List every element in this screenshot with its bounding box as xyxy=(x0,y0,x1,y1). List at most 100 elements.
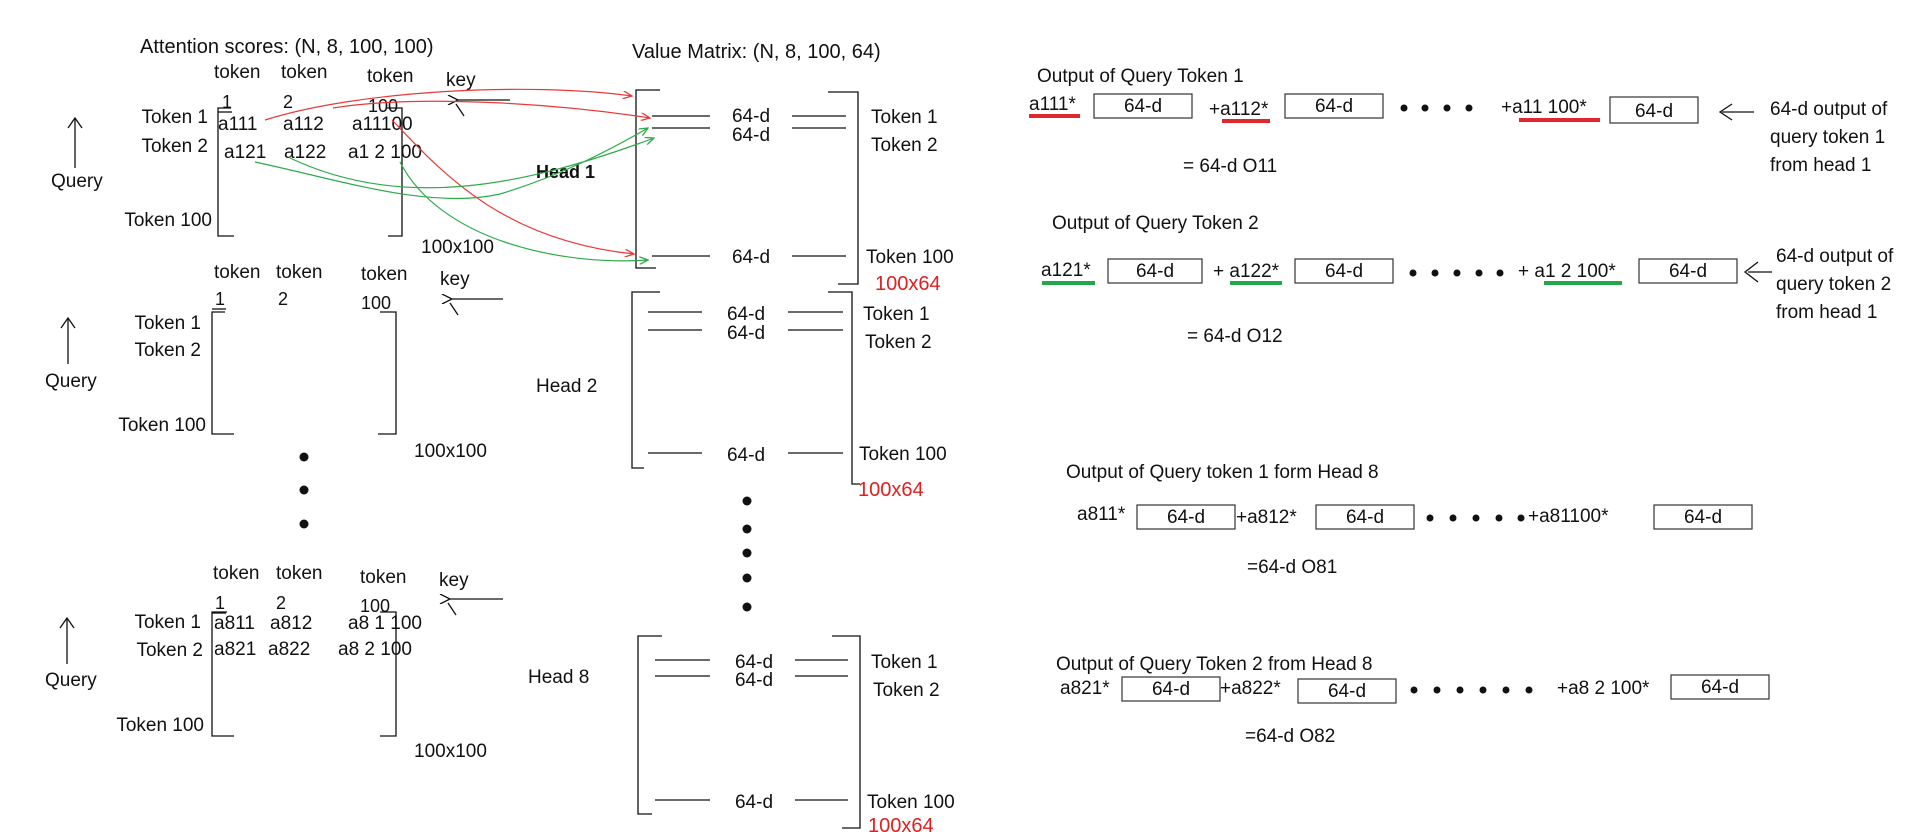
red-arrow xyxy=(391,119,634,254)
col-index: 1 xyxy=(215,593,225,613)
coefficient: +a812* xyxy=(1236,507,1297,528)
value-row-label: Token 100 xyxy=(866,247,954,268)
pointer-arrow-head xyxy=(1743,261,1759,283)
vector-label: 64-d xyxy=(1167,507,1205,528)
col-header-token: token xyxy=(276,262,322,283)
cell-a12100: a1 2 100 xyxy=(348,142,422,163)
result: =64-d O81 xyxy=(1247,557,1337,578)
ellipsis-dot xyxy=(1426,514,1434,522)
vector-label: 64-d xyxy=(1328,681,1366,702)
section-title: Output of Query Token 2 from Head 8 xyxy=(1056,654,1373,675)
col-header-token: token xyxy=(214,62,260,83)
output-query-token-2-head-8: Output of Query Token 2 from Head 8 a821… xyxy=(1056,654,1770,747)
vector-label: 64-d xyxy=(1136,261,1174,282)
cell-a82100: a8 2 100 xyxy=(338,639,412,660)
vector-box xyxy=(1670,674,1770,700)
key-label: key xyxy=(446,70,476,91)
vector-box xyxy=(1653,504,1753,530)
key-label: key xyxy=(440,269,470,290)
vector-box xyxy=(1107,258,1203,284)
coefficient: +a11 100* xyxy=(1501,97,1587,118)
value-size-label: 100x64 xyxy=(875,273,941,295)
head-label: Head 1 xyxy=(536,162,595,182)
vector-label: 64-d xyxy=(1684,507,1722,528)
bracket-left xyxy=(211,611,234,737)
coefficient: a811* xyxy=(1077,504,1126,525)
cell-a81100: a8 1 100 xyxy=(348,613,422,634)
ellipsis-dot xyxy=(1525,686,1533,694)
key-arrow xyxy=(455,103,465,117)
vector-label: 64-d xyxy=(735,652,773,673)
col-index: 100 xyxy=(368,96,398,116)
coefficient: +a8 2 100* xyxy=(1557,678,1650,699)
vector-box xyxy=(1609,96,1699,124)
vector-label: 64-d xyxy=(1701,677,1739,698)
output-query-token-1-head-1: Output of Query Token 1 a111* 64-d +a112… xyxy=(1029,66,1888,177)
value-row-label: Token 1 xyxy=(863,304,930,325)
ellipsis-dot xyxy=(299,485,309,495)
bracket-right xyxy=(828,91,859,285)
ellipsis-dot xyxy=(742,602,752,612)
ellipsis-dot xyxy=(1443,104,1451,112)
value-row-label: Token 1 xyxy=(871,652,938,673)
note-line: query token 1 xyxy=(1770,127,1885,148)
row-label: Token 1 xyxy=(134,612,201,633)
value-size-label: 100x64 xyxy=(858,479,924,501)
col-index: 100 xyxy=(361,293,391,313)
row-label: Token 100 xyxy=(118,415,206,436)
vector-label: 64-d xyxy=(1325,261,1363,282)
ellipsis-dot xyxy=(1495,514,1503,522)
value-matrix-head-1: 64-d 64-d 64-d Token 1 Token 2 Token 100… xyxy=(536,89,954,295)
section-title: Output of Query Token 1 xyxy=(1037,66,1244,87)
vector-label: 64-d xyxy=(732,125,770,146)
col-index: 2 xyxy=(283,92,293,112)
red-arrow xyxy=(264,88,632,121)
row-label: Token 1 xyxy=(134,313,201,334)
ellipsis-dot xyxy=(1453,269,1461,277)
coefficient: +a81100* xyxy=(1528,506,1609,527)
ellipsis-dot xyxy=(1496,269,1504,277)
cell-a811: a811 xyxy=(214,613,255,634)
note-line: 64-d output of xyxy=(1776,246,1894,267)
vector-box xyxy=(1284,93,1384,119)
bracket-right xyxy=(386,107,403,237)
cell-a112: a112 xyxy=(283,114,324,135)
vector-label: 64-d xyxy=(1635,101,1673,122)
vector-label: 64-d xyxy=(732,247,770,268)
ellipsis-dot xyxy=(1409,269,1417,277)
head-label: Head 2 xyxy=(536,376,597,397)
bracket-left xyxy=(637,635,662,815)
score-matrix-head-1: token token token key 1 2 100 a111 a112 … xyxy=(51,62,510,258)
output-query-token-2-head-1: Output of Query Token 2 a121* 64-d + a12… xyxy=(1041,213,1894,347)
coefficient: +a112* xyxy=(1209,99,1269,120)
vector-label: 64-d xyxy=(1669,261,1707,282)
coefficient: + a1 2 100* xyxy=(1518,261,1616,282)
col-header-token: token xyxy=(367,66,413,87)
bracket-left xyxy=(631,291,660,469)
row-label: Token 2 xyxy=(134,340,201,361)
ellipsis-dot xyxy=(742,524,752,534)
vector-label: 64-d xyxy=(732,106,770,127)
note-line: 64-d output of xyxy=(1770,99,1888,120)
value-row-label: Token 100 xyxy=(859,444,947,465)
cell-a821: a821 xyxy=(214,639,256,660)
vector-box xyxy=(1093,93,1193,119)
size-label: 100x100 xyxy=(421,237,494,258)
col-header-token: token xyxy=(214,262,260,283)
result: = 64-d O12 xyxy=(1187,326,1283,347)
query-arrow-head xyxy=(60,316,76,329)
section-title: Output of Query Token 2 xyxy=(1052,213,1259,234)
note-line: from head 1 xyxy=(1776,302,1877,323)
row-label: Token 1 xyxy=(141,107,208,128)
ellipsis-dot xyxy=(742,496,752,506)
bracket-right xyxy=(828,291,860,485)
ellipsis-dot xyxy=(1517,514,1525,522)
ellipsis-dot xyxy=(742,548,752,558)
coefficient: a111* xyxy=(1029,94,1076,115)
col-index: 1 xyxy=(215,289,225,309)
ellipsis-dot xyxy=(1449,514,1457,522)
attention-scores-title: Attention scores: (N, 8, 100, 100) xyxy=(140,36,434,58)
vector-box xyxy=(1315,504,1415,530)
query-arrow-head xyxy=(67,116,83,129)
